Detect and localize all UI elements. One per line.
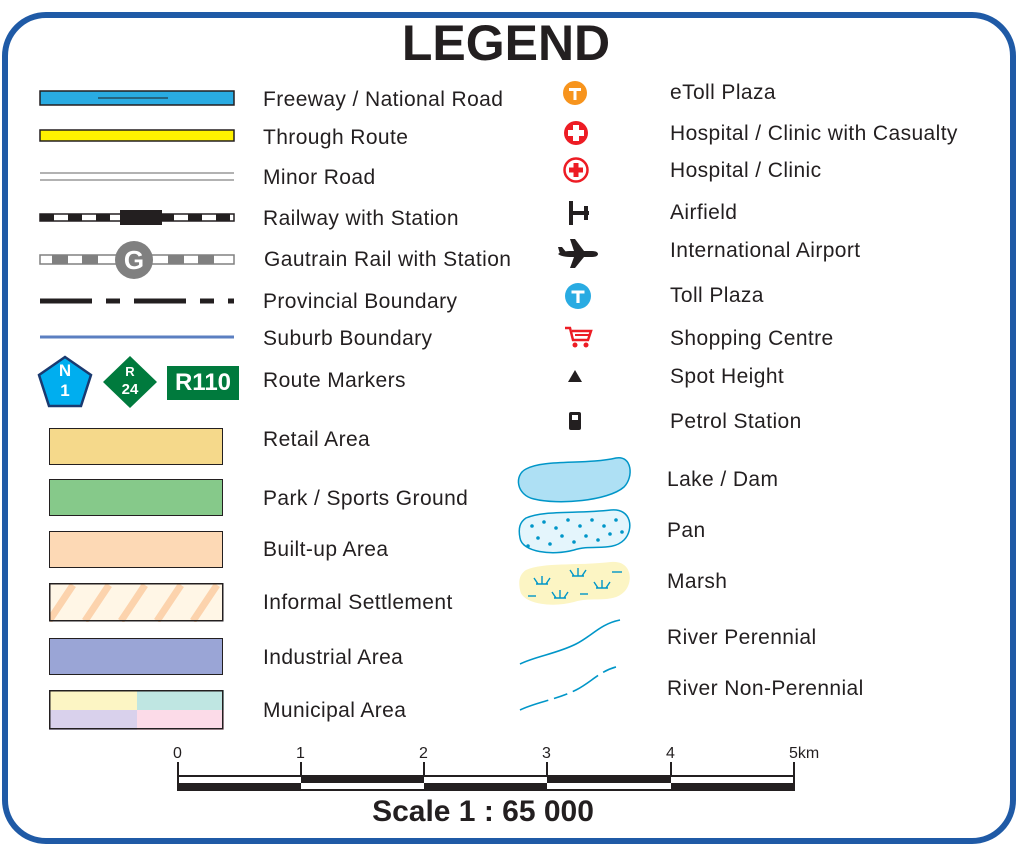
national-route-number: 1: [60, 381, 70, 400]
gautrain-station-letter: G: [123, 245, 145, 275]
pan-label: Pan: [667, 519, 706, 542]
toll-plaza-label: Toll Plaza: [670, 284, 764, 307]
regional-route-number: 24: [121, 381, 139, 398]
railway-symbol: [39, 210, 235, 225]
hospital-casualty-icon: [564, 121, 588, 145]
municipal-label: Municipal Area: [263, 699, 407, 722]
petrol-station-icon: [569, 412, 581, 430]
river-perennial-symbol: [519, 619, 621, 665]
lake-dam-symbol: [517, 457, 631, 503]
industrial-swatch: [49, 638, 223, 675]
hospital-casualty-label: Hospital / Clinic with Casualty: [670, 122, 958, 145]
route-plate-marker: R110: [167, 366, 239, 400]
scale-title: Scale 1 : 65 000: [372, 795, 594, 828]
lake-dam-label: Lake / Dam: [667, 468, 779, 491]
route-markers-label: Route Markers: [263, 369, 406, 392]
national-route-letter: N: [58, 361, 72, 380]
scale-tick-2: 2: [419, 745, 428, 762]
marsh-symbol: [519, 561, 630, 605]
spot-height-icon: [568, 370, 582, 382]
river-non-perennial-symbol: [519, 665, 621, 711]
regional-route-letter: R: [125, 364, 135, 379]
shopping-centre-label: Shopping Centre: [670, 327, 834, 350]
airfield-icon: [569, 201, 589, 225]
etoll-label: eToll Plaza: [670, 81, 776, 104]
suburb-boundary-symbol: [40, 335, 234, 339]
toll-plaza-icon: [565, 283, 591, 309]
hospital-clinic-label: Hospital / Clinic: [670, 159, 822, 182]
provincial-boundary-label: Provincial Boundary: [263, 290, 458, 313]
scale-bar: [177, 762, 795, 791]
regional-route-marker-icon: [103, 356, 157, 408]
international-airport-icon: [558, 239, 598, 268]
retail-swatch: [49, 428, 223, 465]
river-non-perennial-label: River Non-Perennial: [667, 677, 864, 700]
hospital-clinic-icon: [563, 157, 589, 183]
suburb-boundary-label: Suburb Boundary: [263, 327, 433, 350]
provincial-boundary-symbol: [40, 298, 234, 304]
airfield-label: Airfield: [670, 201, 738, 224]
international-airport-label: International Airport: [670, 239, 861, 262]
railway-label: Railway with Station: [263, 207, 459, 230]
marsh-label: Marsh: [667, 570, 728, 593]
through-route-symbol: [39, 129, 235, 142]
informal-settlement-label: Informal Settlement: [263, 591, 453, 614]
freeway-label: Freeway / National Road: [263, 88, 504, 111]
scale-tick-3: 3: [542, 745, 551, 762]
spot-height-label: Spot Height: [670, 365, 785, 388]
minor-road-label: Minor Road: [263, 166, 376, 189]
park-swatch: [49, 479, 223, 516]
retail-label: Retail Area: [263, 428, 371, 451]
builtup-swatch: [49, 531, 223, 568]
petrol-station-label: Petrol Station: [670, 410, 802, 433]
minor-road-symbol: [40, 172, 234, 181]
industrial-label: Industrial Area: [263, 646, 404, 669]
builtup-label: Built-up Area: [263, 538, 389, 561]
scale-tick-0: 0: [173, 745, 182, 762]
gautrain-label: Gautrain Rail with Station: [264, 248, 512, 271]
freeway-symbol: [39, 90, 235, 106]
pan-symbol: [518, 509, 631, 554]
scale-tick-4: 4: [666, 745, 675, 762]
etoll-plaza-icon: [563, 81, 587, 105]
river-perennial-label: River Perennial: [667, 626, 817, 649]
shopping-cart-icon: [565, 326, 593, 348]
informal-settlement-swatch: [49, 583, 224, 622]
through-route-label: Through Route: [263, 126, 409, 149]
municipal-swatch: [49, 690, 224, 730]
legend-title: LEGEND: [401, 15, 611, 71]
scale-tick-1: 1: [296, 745, 305, 762]
gautrain-symbol: [39, 241, 235, 279]
national-route-marker-icon: [37, 355, 93, 408]
park-label: Park / Sports Ground: [263, 487, 469, 510]
scale-tick-5: 5km: [789, 745, 820, 762]
